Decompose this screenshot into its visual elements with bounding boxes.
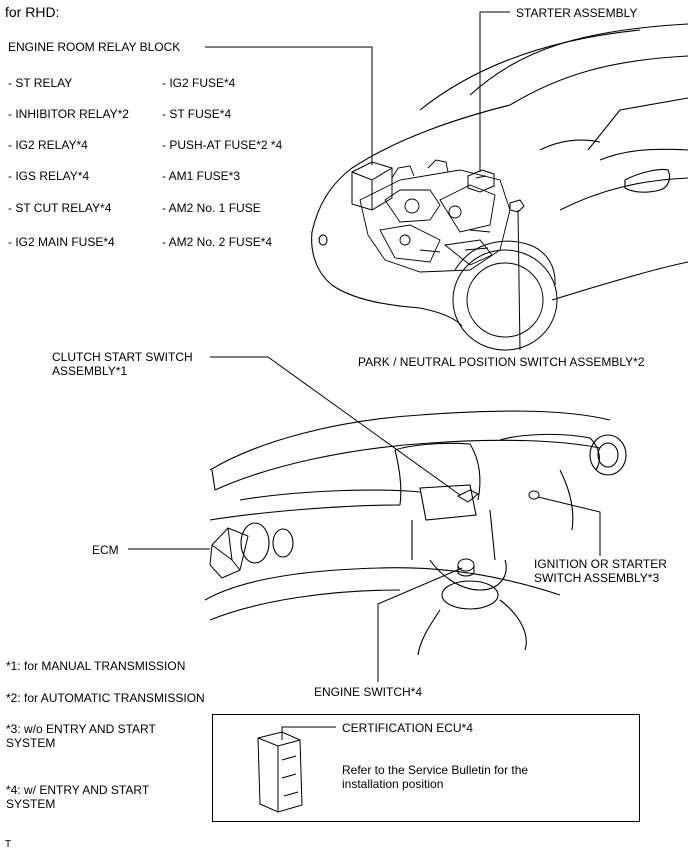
front-wheel-drawing — [452, 240, 558, 351]
footnote-4: *4: w/ ENTRY AND START — [6, 783, 150, 797]
fuse-item: - ST FUSE*4 — [162, 107, 232, 121]
relay-item: - ST CUT RELAY*4 — [8, 201, 112, 215]
car-body-drawing — [311, 23, 688, 327]
relay-block-drawing — [351, 161, 393, 211]
ignition-switch-drawing — [528, 490, 540, 500]
dashboard-drawing — [204, 410, 627, 656]
park-neutral-label: PARK / NEUTRAL POSITION SWITCH ASSEMBLY*… — [358, 355, 645, 369]
fuse-item: - PUSH-AT FUSE*2 *4 — [162, 138, 283, 152]
cert-ecu-label: CERTIFICATION ECU*4 — [342, 721, 473, 735]
ignition-switch-label-2: SWITCH ASSEMBLY*3 — [534, 571, 660, 585]
ecm-label: ECM — [92, 543, 119, 557]
footnote-4-cont: SYSTEM — [6, 797, 56, 811]
fuse-item: - AM1 FUSE*3 — [162, 169, 241, 183]
relay-item: - IG2 MAIN FUSE*4 — [8, 235, 115, 249]
cert-note-2: installation position — [342, 777, 444, 791]
fuse-item: - AM2 No. 1 FUSE — [162, 201, 261, 215]
fuse-item: - AM2 No. 2 FUSE*4 — [162, 235, 273, 249]
footnote-1: *1: for MANUAL TRANSMISSION — [6, 659, 186, 673]
footnote-3-cont: SYSTEM — [6, 736, 56, 750]
certification-ecu-box — [212, 714, 640, 822]
fuse-item: - IG2 FUSE*4 — [162, 76, 236, 90]
relay-item: - IGS RELAY*4 — [8, 169, 90, 183]
engine-drawing — [359, 159, 511, 273]
clutch-switch-drawing — [456, 489, 479, 503]
corner-mark: T — [5, 839, 12, 850]
relay-item: - IG2 RELAY*4 — [8, 138, 88, 152]
starter-drawing — [467, 169, 495, 193]
footnote-2: *2: for AUTOMATIC TRANSMISSION — [6, 691, 205, 705]
leader-lines — [128, 11, 601, 740]
relay-item: - ST RELAY — [8, 76, 73, 90]
ecm-drawing — [209, 527, 249, 579]
park-neutral-switch-drawing — [509, 199, 525, 213]
clutch-switch-label-2: ASSEMBLY*1 — [52, 364, 128, 378]
header-title: for RHD: — [5, 4, 60, 20]
engine-switch-label: ENGINE SWITCH*4 — [314, 685, 423, 699]
cert-note: Refer to the Service Bulletin for the — [342, 763, 529, 777]
relay-item: - INHIBITOR RELAY*2 — [8, 107, 129, 121]
clutch-switch-label: CLUTCH START SWITCH — [52, 350, 193, 364]
starter-label: STARTER ASSEMBLY — [516, 6, 638, 20]
ignition-switch-label: IGNITION OR STARTER — [534, 557, 667, 571]
footnote-3: *3: w/o ENTRY AND START — [6, 722, 156, 736]
engine-switch-drawing — [457, 558, 475, 577]
relay-block-label: ENGINE ROOM RELAY BLOCK — [8, 40, 181, 54]
